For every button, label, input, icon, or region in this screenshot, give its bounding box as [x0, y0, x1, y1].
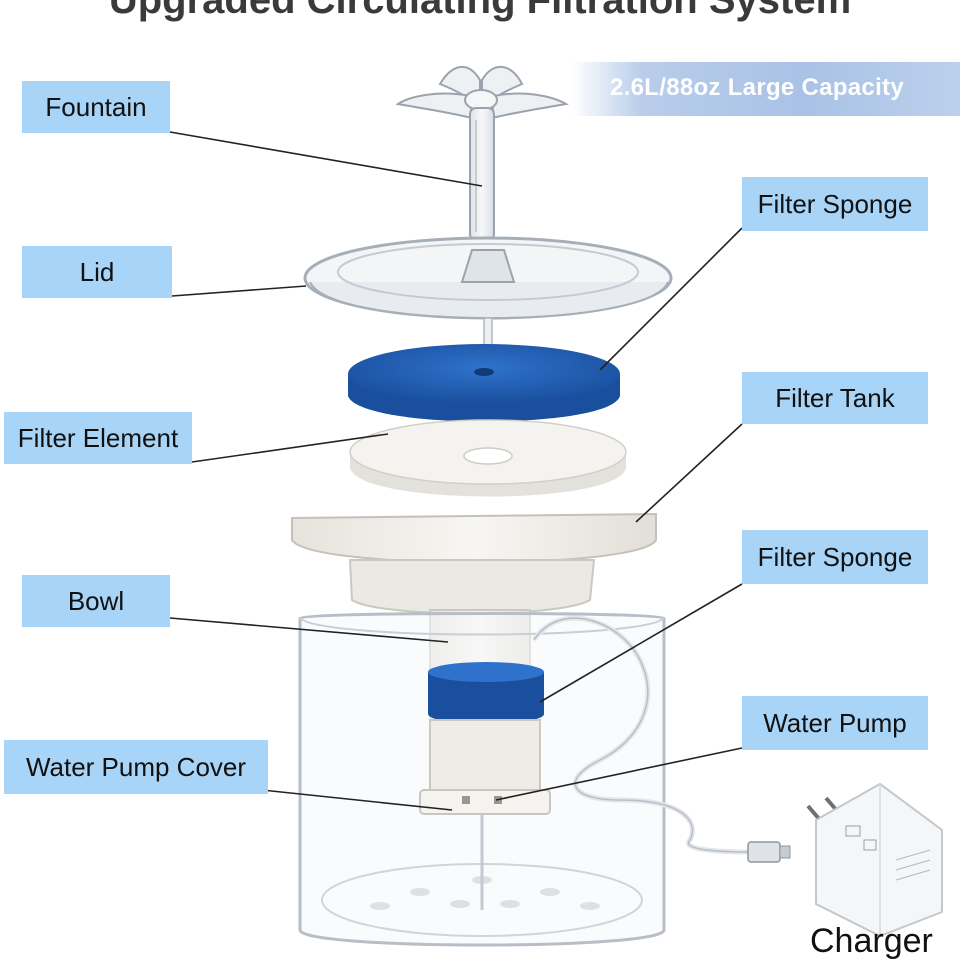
leader-line-bowl — [169, 617, 449, 643]
capacity-banner — [572, 62, 960, 116]
leader-line-filter-element — [191, 433, 389, 463]
leader-line-filter-sponge-top — [599, 227, 743, 371]
charger-part — [806, 782, 943, 938]
label-charger: Charger — [810, 922, 933, 960]
label-filter-sponge-bottom: Filter Sponge — [742, 530, 928, 584]
label-filter-element: Filter Element — [4, 412, 192, 464]
water-pump-cover-part — [419, 719, 551, 815]
usb-cable — [531, 615, 791, 863]
label-lid: Lid — [22, 246, 172, 298]
label-filter-tank: Filter Tank — [742, 372, 928, 424]
filter-sponge-bottom-part — [428, 662, 544, 724]
leader-line-filter-sponge-bottom — [539, 583, 743, 703]
label-fountain: Fountain — [22, 81, 170, 133]
leader-line-filter-tank — [635, 423, 743, 523]
fountain-part — [395, 65, 569, 241]
filter-element-part — [349, 419, 627, 497]
lid-part — [303, 236, 673, 361]
page-title: Upgraded Circulating Filtration System — [108, 0, 852, 22]
leader-line-lid — [171, 285, 307, 297]
leader-lines — [169, 131, 743, 811]
leader-line-water-pump-cover — [261, 789, 453, 811]
leader-line-fountain — [169, 131, 483, 187]
filter-sponge-top-part — [348, 344, 620, 422]
label-bowl: Bowl — [22, 575, 170, 627]
label-filter-sponge-top: Filter Sponge — [742, 177, 928, 231]
leader-line-water-pump — [495, 747, 743, 801]
capacity-banner-text: 2.6L/88oz Large Capacity — [610, 74, 904, 101]
label-water-pump: Water Pump — [742, 696, 928, 750]
label-water-pump-cover: Water Pump Cover — [4, 740, 268, 794]
